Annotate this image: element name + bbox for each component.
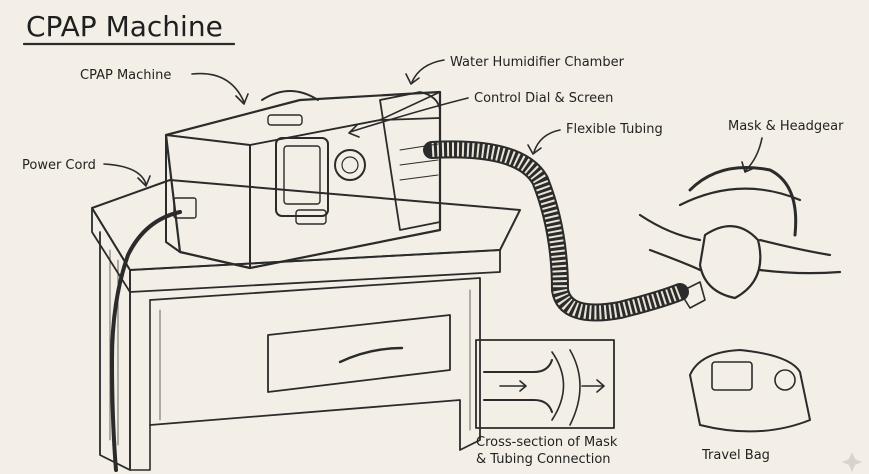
control-dial — [334, 149, 366, 181]
arrow-water-humidifier — [405, 59, 445, 85]
arrow-power-cord — [103, 163, 151, 187]
arrow-cpap-machine — [191, 72, 249, 105]
airflow-arrow-out — [581, 379, 605, 393]
arrow-mask-headgear — [741, 137, 763, 173]
power-cord — [110, 210, 182, 472]
home-button — [295, 209, 327, 225]
arrow-flexible-tubing — [527, 129, 561, 155]
label-flexible-tubing: Flexible Tubing — [566, 122, 663, 137]
cross-section-caption-line2: & Tubing Connection — [476, 452, 611, 467]
nightstand-drawer — [267, 314, 451, 393]
screen-display — [283, 145, 321, 205]
label-cpap-machine: CPAP Machine — [80, 68, 171, 83]
flexible-tubing — [423, 140, 689, 322]
mask-elbow — [679, 281, 706, 309]
arrow-control-dial — [348, 97, 469, 138]
cross-section-inset — [475, 339, 615, 429]
power-plug — [173, 197, 197, 219]
bag-tubing-coil — [774, 369, 796, 391]
humidifier-chamber — [379, 91, 441, 231]
bag-machine — [711, 361, 753, 391]
travel-bag — [689, 349, 811, 433]
screen-bezel — [275, 137, 329, 217]
page-title: CPAP Machine — [26, 10, 223, 43]
airflow-arrow-in — [499, 380, 527, 392]
cross-section-caption-line1: Cross-section of Mask — [476, 435, 618, 450]
travel-bag-caption: Travel Bag — [701, 448, 770, 463]
cpap-machine — [164, 90, 442, 270]
machine-handle — [261, 90, 319, 101]
label-mask-headgear: Mask & Headgear — [728, 119, 844, 134]
label-control-dial: Control Dial & Screen — [474, 91, 613, 106]
mask-cushion — [698, 225, 762, 300]
label-water-humidifier: Water Humidifier Chamber — [450, 55, 625, 70]
label-power-cord: Power Cord — [22, 158, 96, 173]
drawer-handle — [338, 346, 404, 364]
top-button — [267, 114, 303, 126]
mask-headgear — [638, 166, 842, 309]
sparkle-icon — [842, 452, 862, 472]
